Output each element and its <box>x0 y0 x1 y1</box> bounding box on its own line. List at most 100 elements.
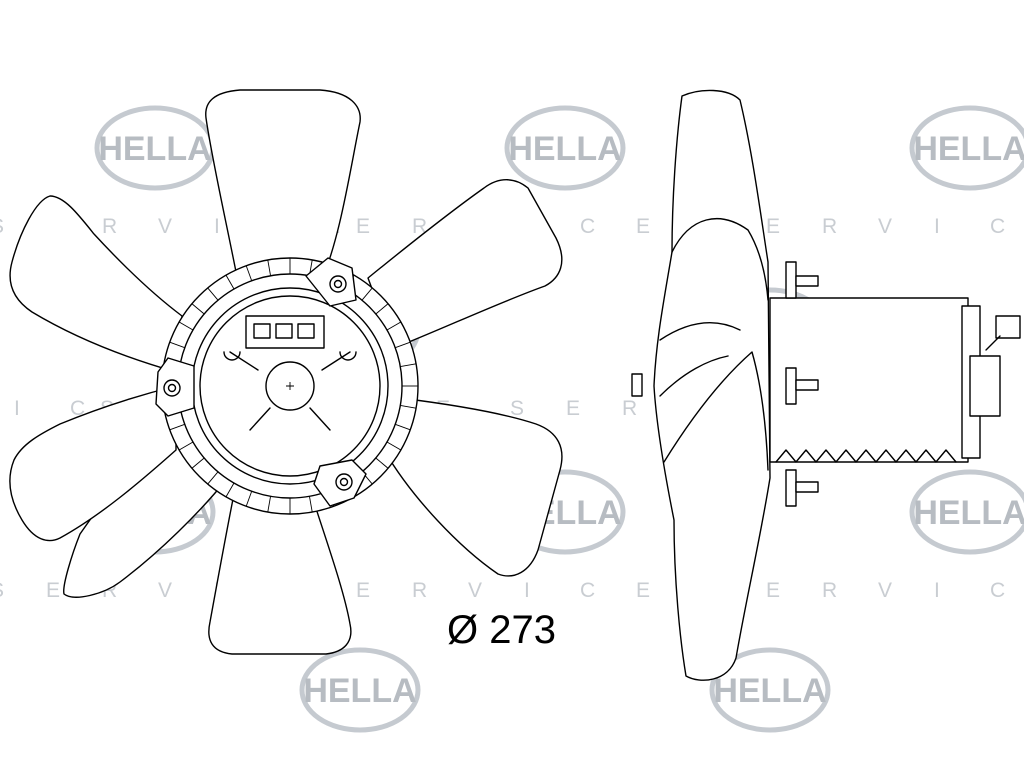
service-watermark-letter: R <box>412 579 427 602</box>
hella-logo-watermark: HELLA <box>909 105 1024 191</box>
shaft-boss <box>265 361 315 411</box>
hub-rib <box>361 287 373 301</box>
fan-blade-left <box>9 385 177 542</box>
hella-logo-watermark: HELLA <box>94 105 216 191</box>
hella-logo-watermark: HELLA <box>909 469 1024 555</box>
service-watermark-letter: S <box>0 579 4 602</box>
side-blade-curve-lower <box>659 351 769 471</box>
service-watermark-letter: V <box>468 579 482 602</box>
hub-rib <box>178 441 194 451</box>
hub-rib <box>375 457 389 469</box>
hub-rib <box>267 496 271 513</box>
fan-blade-lower-right <box>383 397 563 577</box>
hub-rib <box>395 341 411 349</box>
service-watermark-letter: R <box>412 215 427 238</box>
hella-logo-text: HELLA <box>913 494 1024 532</box>
hella-logo-text: HELLA <box>303 672 416 710</box>
hub-rib <box>245 265 253 281</box>
service-watermark-letter: R <box>102 215 117 238</box>
hella-logo-watermark: HELLA <box>299 647 421 733</box>
hub-rib <box>267 259 271 276</box>
shaft-center-mark <box>286 382 294 390</box>
service-watermark-letter: C <box>990 215 1005 238</box>
hub-rib <box>207 471 219 485</box>
motor-terminal <box>995 315 1021 339</box>
connector-pin <box>275 323 293 339</box>
diameter-label: Ø 273 <box>447 608 556 652</box>
fan-hub <box>155 257 419 515</box>
fan-blades <box>9 89 563 655</box>
fan-blade-upper-right <box>367 179 563 349</box>
mounting-tab-top <box>305 257 357 307</box>
hub-rib <box>225 482 235 498</box>
hub-ring-4 <box>199 295 381 477</box>
hub-spider <box>223 351 357 431</box>
service-watermark-letter: R <box>822 579 837 602</box>
service-watermark-letter: I <box>214 215 220 238</box>
service-watermark-letter: R <box>622 397 637 420</box>
hella-logo-text: HELLA <box>913 130 1024 168</box>
hub-rib <box>169 341 185 349</box>
hub-rib <box>225 274 235 290</box>
service-watermark-letter: I <box>934 579 940 602</box>
hub-rib <box>169 423 185 431</box>
hella-logo-text: HELLA <box>98 130 211 168</box>
service-watermark-letter: C <box>580 215 595 238</box>
motor-back-plate <box>969 355 1001 417</box>
hub-rib <box>191 303 205 315</box>
front-view <box>9 89 563 655</box>
service-watermark-letter: S <box>0 215 4 238</box>
stud-nut <box>795 379 819 391</box>
service-watermark-letter: I <box>524 579 530 602</box>
hub-rib <box>375 303 389 315</box>
hub-rib <box>245 491 253 507</box>
fan-blade-upper-left <box>9 195 183 373</box>
hub-rib <box>400 405 417 409</box>
hella-logo-watermark: HELLA <box>504 105 626 191</box>
side-view <box>631 89 1021 681</box>
hub-rib <box>191 457 205 469</box>
service-watermark-letter: E <box>356 215 370 238</box>
service-watermark-letter: E <box>636 215 650 238</box>
hub-rib <box>395 423 411 431</box>
service-watermark-letter: E <box>46 579 60 602</box>
hub-rib <box>386 321 402 331</box>
stud <box>785 469 797 507</box>
side-blade-curve-upper <box>659 217 769 341</box>
service-watermark-letter: I <box>14 397 20 420</box>
service-watermark-letter: E <box>636 579 650 602</box>
motor-terminal-lead <box>985 335 1001 351</box>
connector-housing <box>245 315 325 349</box>
hella-logo-text: HELLA <box>713 672 826 710</box>
side-blade-profile <box>653 89 771 681</box>
hella-logo-text: HELLA <box>508 130 621 168</box>
service-watermark-letter: C <box>580 579 595 602</box>
mounting-tab-bottom <box>313 459 367 507</box>
stud-nut <box>795 481 819 493</box>
hub-rib <box>178 321 194 331</box>
stud-nut <box>795 275 819 287</box>
hub-rib <box>309 496 313 513</box>
side-shaft-nut <box>631 373 643 397</box>
fan-blade-bottom <box>208 493 352 655</box>
service-watermark-letter: S <box>510 397 524 420</box>
service-watermark-letter: V <box>158 579 172 602</box>
stud <box>785 261 797 299</box>
mounting-studs <box>785 261 819 507</box>
service-watermark-letter: E <box>766 579 780 602</box>
fan-blade-top <box>205 89 361 285</box>
connector-pin <box>253 323 271 339</box>
hella-logo-watermark: HELLA <box>709 647 831 733</box>
connector-pin <box>297 323 315 339</box>
service-watermark-letter: R <box>822 215 837 238</box>
stud <box>785 367 797 405</box>
service-watermark-letter: V <box>878 215 892 238</box>
mounting-tab-left <box>155 357 195 417</box>
hub-rib <box>207 287 219 301</box>
service-watermark-letter: C <box>70 397 85 420</box>
hub-rib <box>400 363 417 367</box>
service-watermark-letter: E <box>766 215 780 238</box>
service-watermark-letter: V <box>158 215 172 238</box>
hub-rib <box>386 441 402 451</box>
